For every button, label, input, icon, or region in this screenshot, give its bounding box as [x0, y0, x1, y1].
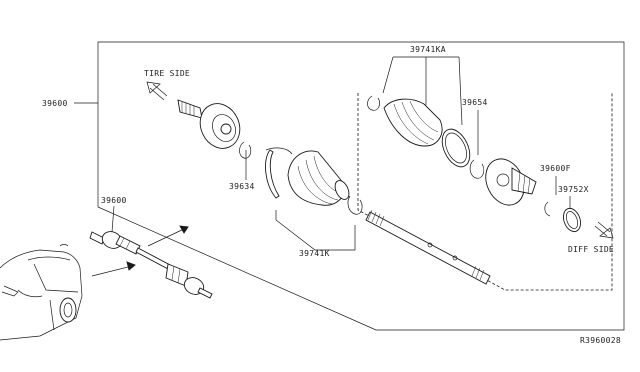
part-number-39741ka: 39741KA: [410, 45, 446, 54]
outer-boot: [265, 149, 350, 206]
boot-band-large-outer: [265, 147, 293, 155]
circlip-39634: [239, 141, 252, 159]
part-number-39741k: 39741K: [299, 249, 330, 258]
part-number-39600-small: 39600: [101, 196, 127, 205]
part-number-39600f: 39600F: [540, 164, 571, 173]
part-number-39654: 39654: [462, 98, 488, 107]
inner-shaft: [365, 209, 491, 285]
inner-joint-housing: [485, 158, 537, 206]
vehicle-arrow-icon: [91, 261, 136, 277]
reference-code: R3960028: [580, 336, 621, 345]
inner-joint-dashed-frame: [357, 93, 613, 291]
circlip-39600f: [544, 201, 551, 217]
leader-lines: [74, 56, 571, 251]
assembly-arrow-icon: [147, 225, 189, 247]
inner-boot: [367, 95, 471, 168]
diff-side-arrow-icon: [594, 221, 614, 239]
part-number-39600: 39600: [42, 99, 68, 108]
outer-cv-joint: [177, 99, 241, 149]
vehicle-illustration: [0, 244, 83, 341]
tire-side-arrow-icon: [146, 81, 168, 101]
tire-side-label: TIRE SIDE: [144, 69, 190, 78]
part-number-39752x: 39752X: [558, 185, 589, 194]
drive-shaft-assembly: [89, 231, 213, 299]
circlip-39654: [469, 159, 485, 179]
boot-band-small-outer: [347, 195, 363, 215]
assembly-frame: [97, 41, 625, 331]
diff-side-label: DIFF SIDE: [568, 245, 614, 254]
part-number-39634: 39634: [229, 182, 255, 191]
snap-ring-39752x: [562, 207, 582, 233]
